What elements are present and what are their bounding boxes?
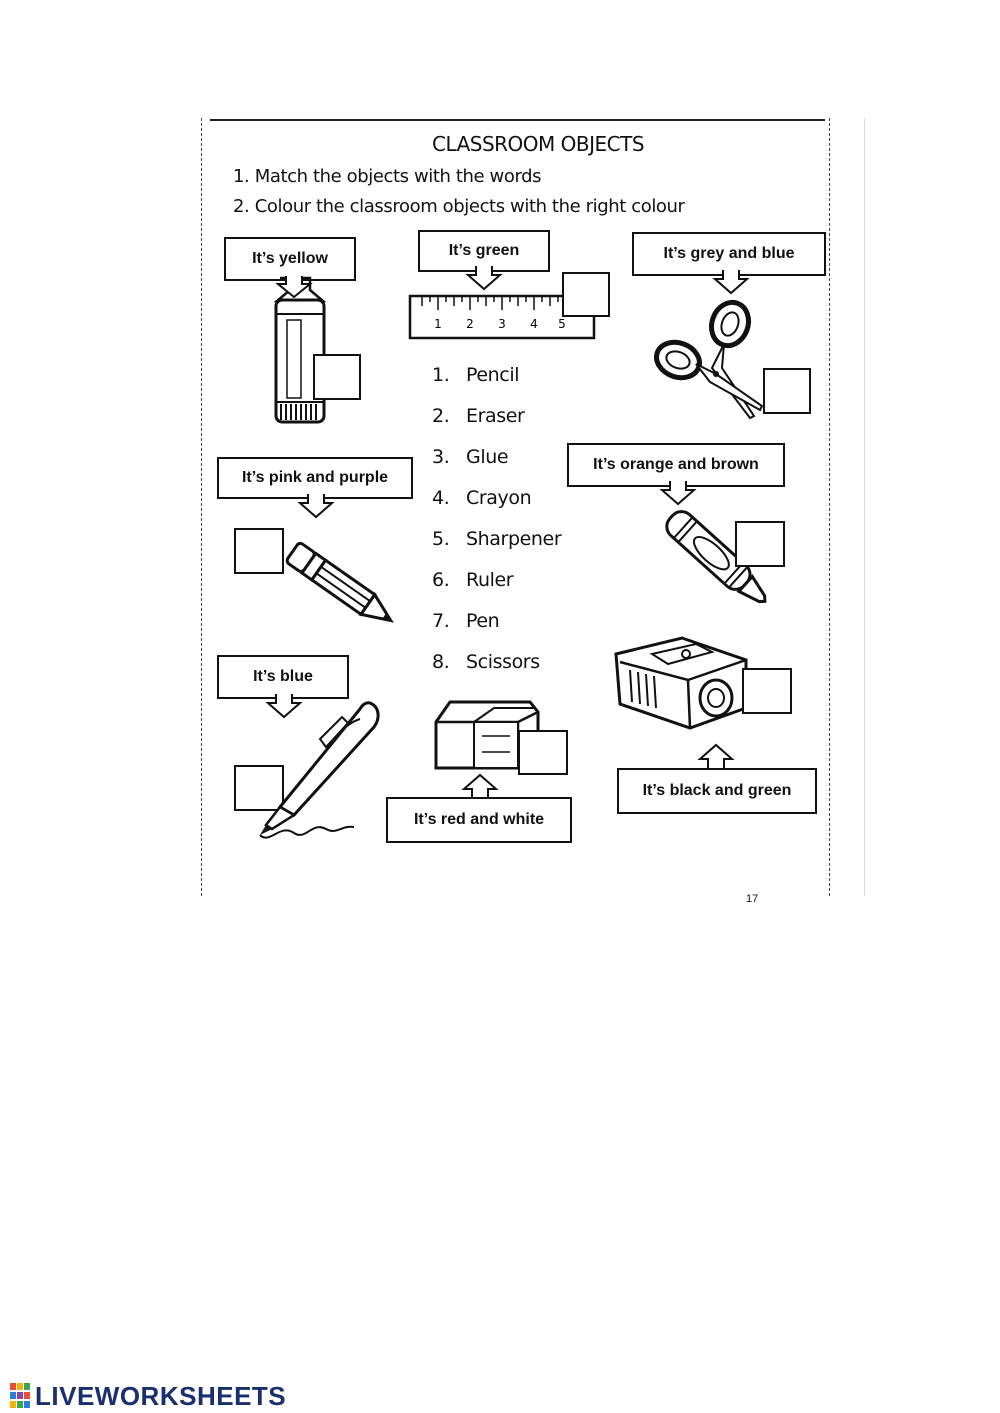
glue-stick-image: [273, 276, 327, 424]
right-faint-line: [864, 118, 865, 896]
arrow-glue: [275, 276, 313, 299]
answer-box-pen[interactable]: [234, 765, 284, 811]
arrow-scissors: [712, 270, 750, 295]
instruction-2: 2. Colour the classroom objects with the…: [233, 196, 685, 217]
arrow-crayon: [659, 481, 697, 506]
arrow-ruler: [465, 266, 503, 291]
word-item-pen: 7.Pen: [432, 610, 500, 632]
label-pencil: It’s pink and purple: [217, 457, 413, 499]
arrow-sharpener: [697, 743, 735, 768]
ruler-number: 3: [498, 317, 506, 331]
arrow-eraser: [461, 773, 499, 798]
answer-box-pencil[interactable]: [234, 528, 284, 574]
label-pen: It’s blue: [217, 655, 349, 699]
arrow-pen: [265, 694, 303, 719]
sharpener-image: [614, 636, 748, 730]
ruler-number: 1: [434, 317, 442, 331]
word-item-ruler: 6.Ruler: [432, 569, 514, 591]
word-item-eraser: 2.Eraser: [432, 405, 525, 427]
ruler-number: 2: [466, 317, 474, 331]
answer-box-sharpener[interactable]: [742, 668, 792, 714]
label-crayon: It’s orange and brown: [567, 443, 785, 487]
pen-image: [259, 701, 380, 839]
answer-box-scissors[interactable]: [763, 368, 811, 414]
top-border-line: [210, 119, 825, 121]
word-item-scissors: 8.Scissors: [432, 651, 540, 673]
label-ruler: It’s green: [418, 230, 550, 272]
answer-box-crayon[interactable]: [735, 521, 785, 567]
left-dashed-border: [201, 118, 202, 896]
pencil-image: [285, 541, 394, 623]
logo-text: LIVEWORKSHEETS: [35, 1380, 287, 1411]
right-dashed-border: [829, 118, 830, 896]
word-item-glue: 3.Glue: [432, 446, 509, 468]
ruler-number: 4: [530, 317, 538, 331]
instruction-1: 1. Match the objects with the words: [233, 166, 542, 187]
label-glue: It’s yellow: [224, 237, 356, 281]
page-number: 17: [746, 893, 759, 905]
arrow-pencil: [297, 494, 335, 519]
crayon-image: [665, 510, 767, 604]
word-item-sharpener: 5.Sharpener: [432, 528, 562, 550]
answer-box-glue[interactable]: [313, 354, 361, 400]
answer-box-eraser[interactable]: [518, 730, 568, 775]
answer-box-ruler[interactable]: [562, 272, 610, 317]
eraser-image: [434, 700, 540, 770]
ruler-number: 5: [558, 317, 566, 331]
scissors-image: [654, 299, 764, 420]
label-eraser: It’s red and white: [386, 797, 572, 843]
label-sharpener: It’s black and green: [617, 768, 817, 814]
worksheet-title: CLASSROOM OBJECTS: [432, 132, 645, 156]
liveworksheets-icon: [10, 1383, 30, 1408]
word-item-pencil: 1.Pencil: [432, 364, 520, 386]
word-item-crayon: 4.Crayon: [432, 487, 532, 509]
liveworksheets-logo[interactable]: LIVEWORKSHEETS: [10, 1380, 286, 1412]
